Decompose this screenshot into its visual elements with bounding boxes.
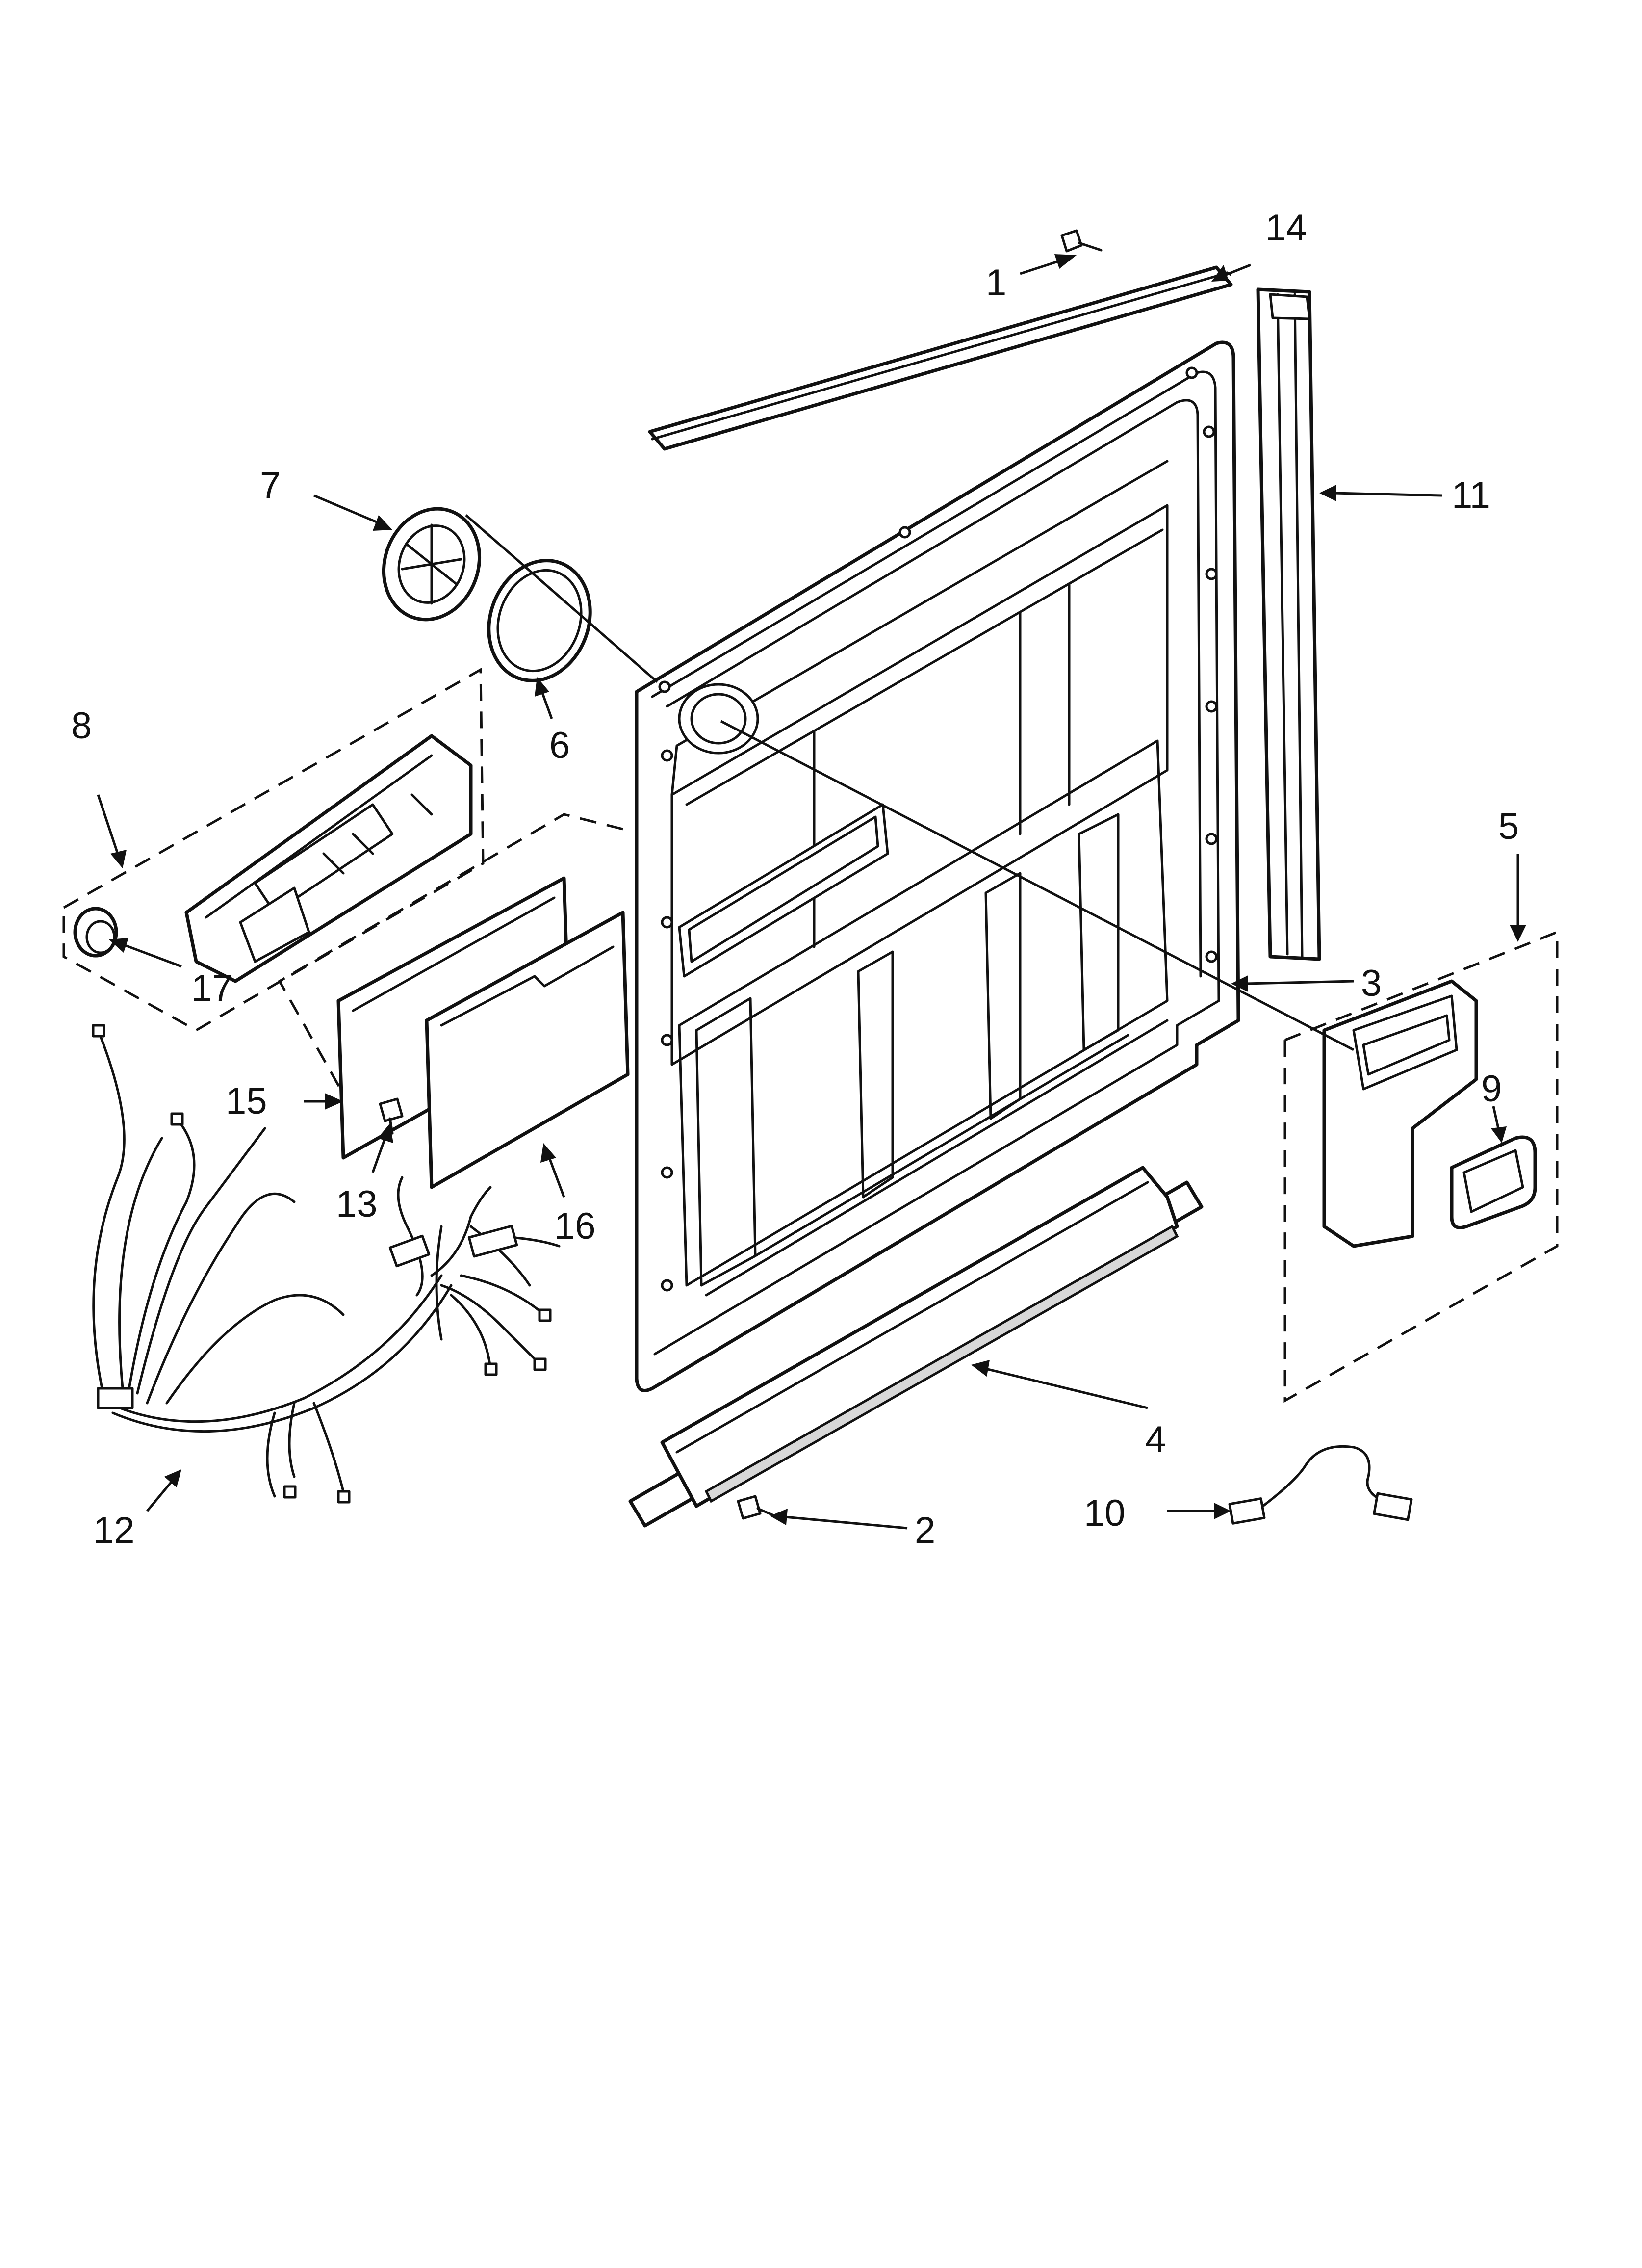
callout-13: 13 (336, 1183, 378, 1225)
callout-15: 15 (226, 1080, 267, 1122)
side-gasket (1256, 287, 1321, 961)
vent-housing (1322, 979, 1478, 1248)
callout-12: 12 (93, 1510, 135, 1551)
bottom-trim (628, 1166, 1204, 1528)
vent-seal (1450, 1135, 1537, 1229)
board-group-box (278, 813, 623, 1095)
screw-top (1060, 229, 1103, 253)
vent-gasket-ring (487, 559, 592, 682)
callout-10: 10 (1084, 1492, 1126, 1534)
dispenser-knob (73, 907, 118, 958)
callout-1: 1 (986, 262, 1006, 304)
inner-door-panel (635, 340, 1240, 1392)
callout-11: 11 (1452, 474, 1490, 516)
screw-bottom (737, 1495, 776, 1520)
top-trim-strip (648, 265, 1233, 451)
callout-17: 17 (191, 967, 233, 1009)
dispenser-assembly (184, 734, 473, 983)
dispenser-group-box (62, 667, 485, 1032)
wire-harness (92, 1024, 561, 1504)
callout-8: 8 (71, 705, 92, 747)
vent-group-box (1283, 930, 1559, 1403)
panel-screw-holes (658, 366, 1218, 1292)
callout-16: 16 (554, 1205, 596, 1247)
callout-labels: 1 14 11 7 6 8 17 5 3 9 15 13 16 4 2 10 1… (71, 207, 1519, 1551)
callout-9: 9 (1481, 1068, 1502, 1110)
vent-cap (382, 507, 482, 622)
callout-7: 7 (260, 465, 281, 506)
callout-2: 2 (915, 1510, 935, 1551)
sensor-wire (1228, 1445, 1413, 1525)
callout-14: 14 (1265, 207, 1307, 249)
callout-3: 3 (1361, 963, 1382, 1004)
callout-4: 4 (1145, 1419, 1166, 1460)
callout-arrows (97, 254, 1526, 1530)
callout-6: 6 (549, 725, 570, 766)
board-screw (379, 1097, 404, 1135)
callout-5: 5 (1498, 806, 1519, 847)
control-board (425, 911, 630, 1189)
